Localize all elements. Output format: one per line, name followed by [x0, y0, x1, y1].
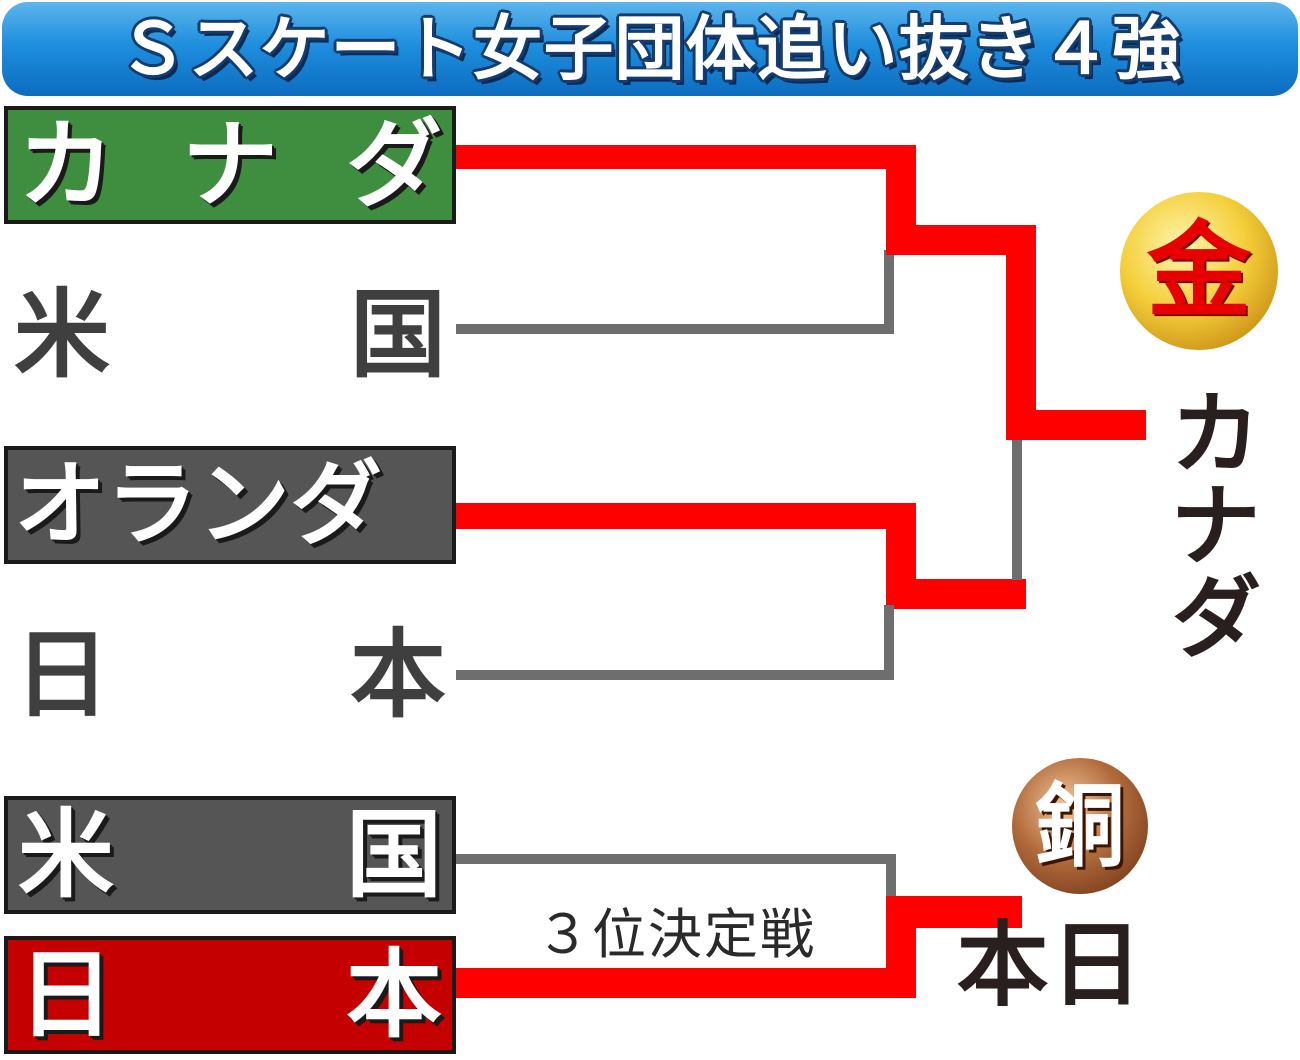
team-japan-third-place: 日 本: [4, 936, 456, 1054]
team-netherlands: オランダ: [4, 446, 456, 564]
gold-medal-icon: 金: [1120, 192, 1278, 350]
team-japan-char-1: 日: [14, 619, 110, 731]
team-usa-third-char-1: 米: [18, 799, 114, 911]
bronze-medal-label: 銅: [1035, 773, 1125, 879]
bracket-line-final-down: [1012, 430, 1022, 580]
bracket-line-third-winner: [886, 896, 1022, 928]
bracket-line-netherlands-1: [456, 503, 916, 529]
page-title: Ｓスケート女子団体追い抜き４強: [117, 8, 1183, 90]
team-usa-char-2: 国: [350, 279, 446, 391]
team-usa-semifinal: 米 国: [4, 276, 456, 394]
bracket-line-third-usa-1: [456, 854, 896, 864]
bracket-line-final-up: [1006, 225, 1036, 440]
bracket-line-third-usa-2: [886, 854, 896, 904]
third-place-label: ３位決定戦: [536, 903, 816, 966]
bracket-line-canada-1: [456, 145, 916, 169]
bracket-line-third-japan-1: [456, 968, 916, 998]
team-usa-char-1: 米: [14, 279, 110, 391]
bracket-line-usa-2: [884, 250, 894, 334]
gold-winner: カナダ: [1154, 385, 1261, 661]
bracket-line-final-winner: [1006, 410, 1146, 440]
team-canada-char-2: ナ: [182, 109, 278, 221]
team-japan-char-2: 本: [350, 619, 446, 731]
team-canada-char-3: ダ: [346, 109, 442, 221]
bracket-line-semi2-winner-h: [886, 579, 1026, 609]
team-japan-third-char-2: 本: [346, 939, 442, 1051]
bronze-medal-icon: 銅: [1012, 758, 1148, 894]
bronze-winner: 日本: [941, 916, 1142, 1008]
team-japan-third-char-1: 日: [18, 939, 114, 1051]
team-usa-third-char-2: 国: [346, 799, 442, 911]
bracket-line-usa-1: [456, 324, 894, 334]
title-bar: Ｓスケート女子団体追い抜き４強: [2, 2, 1298, 96]
gold-medal-label: 金: [1146, 209, 1251, 332]
bracket-line-japan-2: [884, 605, 894, 680]
team-netherlands-label: オランダ: [14, 451, 383, 558]
team-canada-char-1: カ: [18, 109, 114, 221]
team-usa-third-place: 米 国: [4, 796, 456, 914]
team-japan-semifinal: 日 本: [4, 616, 456, 734]
team-canada: カ ナ ダ: [4, 106, 456, 224]
bracket-line-japan-1: [456, 670, 894, 680]
